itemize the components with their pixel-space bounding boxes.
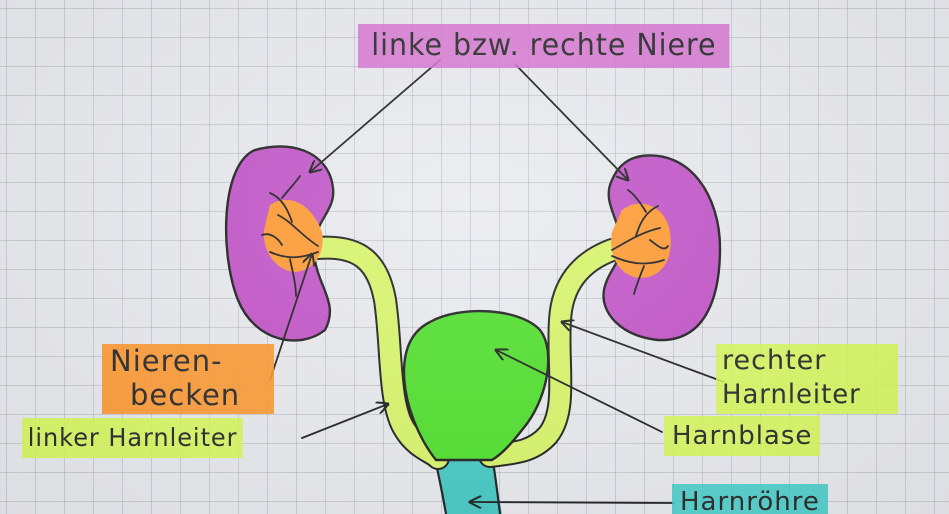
left-ureter-label: linker Harnleiter [22,418,243,458]
left-ureter-pointer [302,404,388,438]
right-ureter-label: rechter Harnleiter [716,344,898,414]
bladder-label: Harnblase [664,416,820,456]
right-ureter-label-line2: Harnleiter [722,378,861,412]
kidneys-label: linke bzw. rechte Niere [358,24,730,68]
urethra-label: Harnröhre [672,484,828,514]
renal-pelvis-label-line2: becken [130,378,240,412]
renal-pelvis-label: Nieren- becken [102,344,274,414]
renal-pelvis-label-line1: Nieren- [110,344,223,378]
kidney-left-pointer [310,60,440,172]
right-renal-pelvis-shape [611,204,671,278]
right-ureter-label-line1: rechter [722,344,826,378]
kidney-right-pointer [515,64,628,180]
urethra-pointer [470,502,674,503]
